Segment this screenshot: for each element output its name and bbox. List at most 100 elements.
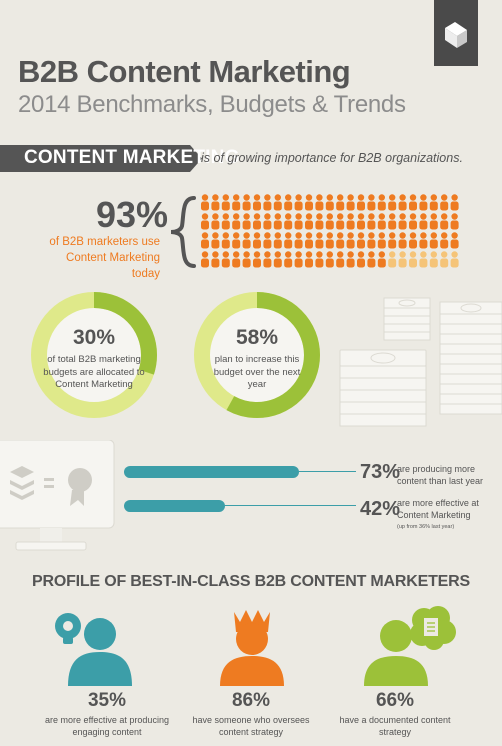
person-icon <box>409 251 417 268</box>
person-icon <box>367 194 376 211</box>
page-subtitle: 2014 Benchmarks, Budgets & Trends <box>18 91 406 118</box>
person-icon <box>440 213 449 230</box>
person-icon <box>440 194 449 211</box>
person-icon <box>388 194 397 211</box>
person-icon <box>398 213 407 230</box>
person-icon <box>419 251 428 268</box>
person-icon <box>377 194 386 211</box>
person-icon <box>450 251 459 268</box>
person-icon <box>357 232 365 249</box>
profile-engaging-text: are more effective at producing engaging… <box>45 715 169 737</box>
person-icon <box>201 213 209 230</box>
person-icon <box>440 251 449 268</box>
person-icon <box>336 251 345 268</box>
person-icon <box>409 194 417 211</box>
person-icon <box>336 213 345 230</box>
person-icon <box>273 232 282 249</box>
brand-logo-icon <box>445 22 467 48</box>
person-icon <box>367 251 376 268</box>
person-icon <box>294 232 303 249</box>
person-icon <box>201 251 209 268</box>
person-icon <box>284 213 293 230</box>
person-icon <box>211 213 220 230</box>
banner-tagline: is of growing importance for B2B organiz… <box>201 151 463 165</box>
person-icon <box>440 232 449 249</box>
person-icon <box>346 232 355 249</box>
person-icon <box>305 251 313 268</box>
person-icon <box>346 213 355 230</box>
person-icon <box>253 194 261 211</box>
person-icon <box>221 213 230 230</box>
person-icon <box>242 251 251 268</box>
person-icon <box>221 251 230 268</box>
content-volume-percent: 73% <box>360 461 401 483</box>
profile-item-oversight: 86% have someone who oversees content st… <box>181 690 321 738</box>
person-icon <box>429 213 438 230</box>
person-icon <box>284 194 293 211</box>
profile-heading: PROFILE OF BEST-IN-CLASS B2B CONTENT MAR… <box>32 573 470 590</box>
person-icon <box>232 213 241 230</box>
person-icon <box>253 232 261 249</box>
person-icon <box>419 194 428 211</box>
effectiveness-note: (up from 36% last year) <box>397 524 455 530</box>
person-icon <box>273 251 282 268</box>
person-icon <box>419 213 428 230</box>
person-icon <box>388 251 397 268</box>
person-icon <box>377 232 386 249</box>
ring-budget-percent: 30% <box>72 326 116 349</box>
person-icon <box>263 251 272 268</box>
person-icon <box>201 194 209 211</box>
person-icon <box>450 194 459 211</box>
person-icon <box>315 251 324 268</box>
effectiveness-bar <box>124 500 225 512</box>
person-icon <box>357 213 365 230</box>
banner-label: CONTENT MARKETING <box>24 147 240 168</box>
content-volume-leader <box>299 471 356 472</box>
person-icon <box>232 194 241 211</box>
person-icon <box>409 213 417 230</box>
profile-oversight-text: have someone who oversees content strate… <box>192 715 310 737</box>
people-icon-grid <box>201 194 459 268</box>
page-title: B2B Content Marketing <box>18 54 351 89</box>
person-icon <box>325 194 334 211</box>
person-icon <box>429 251 438 268</box>
usage-percent: 93% <box>96 194 169 235</box>
usage-caption: of B2B marketers use Content Marketing t… <box>49 236 160 280</box>
person-icon <box>450 232 459 249</box>
money-stacks-icon <box>339 297 502 427</box>
ring-increase-label: 58% plan to increase this budget over th… <box>209 326 305 392</box>
ring-budget-text: of total B2B marketing budgets are alloc… <box>43 354 145 390</box>
budget-share-ring <box>31 292 157 418</box>
person-icon <box>377 251 386 268</box>
brand-badge <box>434 0 478 66</box>
person-icon <box>346 251 355 268</box>
person-icon <box>325 213 334 230</box>
person-icon <box>242 213 251 230</box>
person-icon <box>357 194 365 211</box>
person-icon <box>325 232 334 249</box>
person-icon <box>263 232 272 249</box>
person-icon <box>346 194 355 211</box>
content-volume-bar <box>124 466 299 478</box>
person-icon <box>201 232 209 249</box>
person-icon <box>273 194 282 211</box>
person-icon <box>305 194 313 211</box>
person-icon <box>232 232 241 249</box>
person-icon <box>398 194 407 211</box>
crowned-person-icon <box>220 610 284 686</box>
person-icon <box>284 251 293 268</box>
person-icon <box>388 232 397 249</box>
person-icon <box>253 213 261 230</box>
content-volume-text: are producing more content than last yea… <box>397 464 484 486</box>
person-icon <box>429 194 438 211</box>
effectiveness-percent: 42% <box>360 498 401 520</box>
person-icon <box>336 232 345 249</box>
person-icon <box>294 194 303 211</box>
profile-engaging-percent: 35% <box>87 690 127 711</box>
person-icon <box>367 232 376 249</box>
person-icon <box>357 251 365 268</box>
person-icon <box>221 194 230 211</box>
person-icon <box>315 213 324 230</box>
profile-documented-percent: 66% <box>375 690 415 711</box>
person-icon <box>325 251 334 268</box>
